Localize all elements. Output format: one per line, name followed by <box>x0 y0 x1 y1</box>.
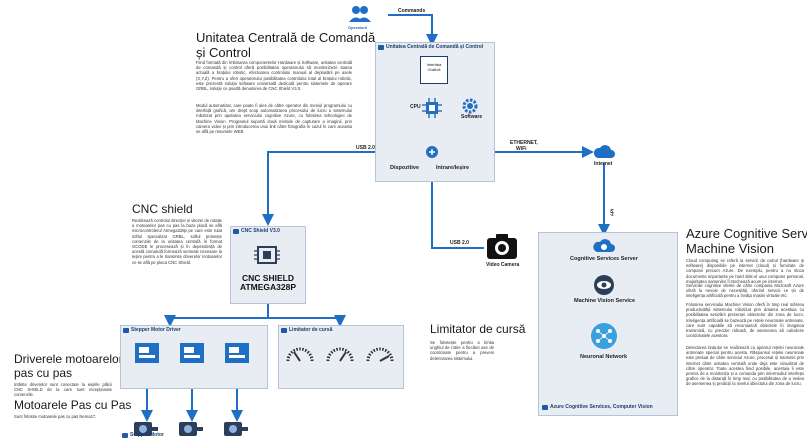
cnc-drivers-connector <box>164 315 268 327</box>
limiter-icon <box>281 327 287 333</box>
azure-description-3: Folosirea serviciului Machine Vision ofe… <box>686 302 804 339</box>
motors-description: Sunt folosite motoarele pas cu pas Nema1… <box>14 414 97 419</box>
software-label: Software <box>461 114 483 120</box>
machine-vision-label: Machine Vision Service <box>574 298 636 304</box>
commands-label: Commands <box>398 8 426 14</box>
camera-label: Video Camera <box>486 262 520 268</box>
driver-board-icon-3 <box>225 343 249 363</box>
neuronal-network-label: Neuronal Network <box>580 354 628 360</box>
cnc-box: CNC Shield V3.0 <box>230 226 306 304</box>
cnc-title: CNC shield <box>132 202 193 216</box>
ucc-description-1: Fiind formată din îmbinarea componentelo… <box>196 60 352 92</box>
drivers-title: Driverele motoarelor pas cu pas <box>14 352 123 380</box>
software-gear-icon <box>462 98 478 114</box>
commands-connector <box>388 14 438 46</box>
io-label-right: Intrare/Ieșire <box>436 165 470 171</box>
driver-board-icon-2 <box>180 343 204 363</box>
ethernet-label: ETHERNET, <box>510 140 538 146</box>
drivers-box-header: Stepper Motor Driver <box>123 327 181 333</box>
cognitive-server-icon <box>593 239 615 252</box>
azure-description-1: Cloud computing se referă la servicii de… <box>686 258 804 284</box>
internet-cloud-icon <box>593 145 615 158</box>
operators-icon <box>349 6 371 22</box>
operators-label: Operatorii <box>348 25 368 30</box>
cpu-icon <box>422 98 442 118</box>
limiter-box: Limitator de cursă <box>278 325 404 389</box>
drivers-description: Intărite driverelor sunt conectate la ie… <box>14 382 112 398</box>
wifi-label: WiFi <box>516 146 527 152</box>
ucc-box-header: Unitatea Centrală de Comandă și Control <box>378 44 483 50</box>
limiter-description: Se folosește pentru a limita unghiul de … <box>430 340 494 361</box>
motors-box-header: Stepper Motor <box>122 432 164 438</box>
usb-camera-label: USB 2.0 <box>450 240 469 246</box>
azure-description-2: Serviciile cognitive oferite de către co… <box>686 283 804 299</box>
motors-title: Motoarele Pas cu Pas <box>14 398 132 412</box>
azure-title: Azure Cognitive Services Machine Vision <box>686 226 807 256</box>
api-label: API <box>609 208 615 217</box>
stepper-motor-icon-1 <box>134 422 158 436</box>
azure-box-footer: Azure Cognitive Services, Computer Visio… <box>542 404 653 410</box>
camera-icon <box>487 234 517 259</box>
computer-icon <box>378 44 384 50</box>
gui-node: Interfața Grafică <box>420 56 448 84</box>
cnc-box-header: CNC Shield V3.0 <box>233 228 280 234</box>
driver-icon <box>123 327 129 333</box>
stepper-motor-icon-2 <box>179 422 203 436</box>
operator-node: Operatorii <box>340 5 380 35</box>
azure-description-4: Detectarea brațului se realizează cu aju… <box>686 345 804 387</box>
io-label-left: Dispozitive <box>390 165 420 171</box>
gauge-icon-1 <box>286 347 314 362</box>
ucc-title: Unitatea Centrală de Comandă și Control <box>196 30 376 60</box>
cnc-name: CNC SHIELD ATMEGA328P <box>239 273 297 292</box>
gui-label: Interfața Grafică <box>426 62 442 72</box>
machine-vision-icon <box>594 275 614 295</box>
gauge-icon-3 <box>366 347 394 362</box>
azure-icon <box>542 404 548 410</box>
limiter-box-header: Limitator de cursă <box>281 327 332 333</box>
io-devices-icon <box>426 146 438 158</box>
microcontroller-icon <box>254 246 280 264</box>
cnc-description: Realizează controlul direcției și viteze… <box>132 218 222 265</box>
usb-top-label: USB 2.0 <box>356 145 375 151</box>
internet-label: Internet <box>594 161 613 167</box>
limiter-title: Limitator de cursă <box>430 322 526 336</box>
stepper-motor-icon-3 <box>224 422 248 436</box>
board-icon <box>233 228 239 234</box>
cognitive-server-label: Cognitive Services Server <box>570 256 638 262</box>
usb-cnc-connector <box>262 151 424 226</box>
motor-icon <box>122 432 128 438</box>
neuronal-network-icon <box>591 323 617 349</box>
cpu-label: CPU <box>410 104 421 110</box>
driver-board-icon-1 <box>135 343 159 363</box>
gauge-icon-2 <box>326 347 354 362</box>
usb-camera-connector <box>431 163 484 249</box>
ucc-description-2: Modul automatizat, care poate fi ales de… <box>196 103 352 135</box>
cnc-limiter-connector <box>268 315 346 327</box>
